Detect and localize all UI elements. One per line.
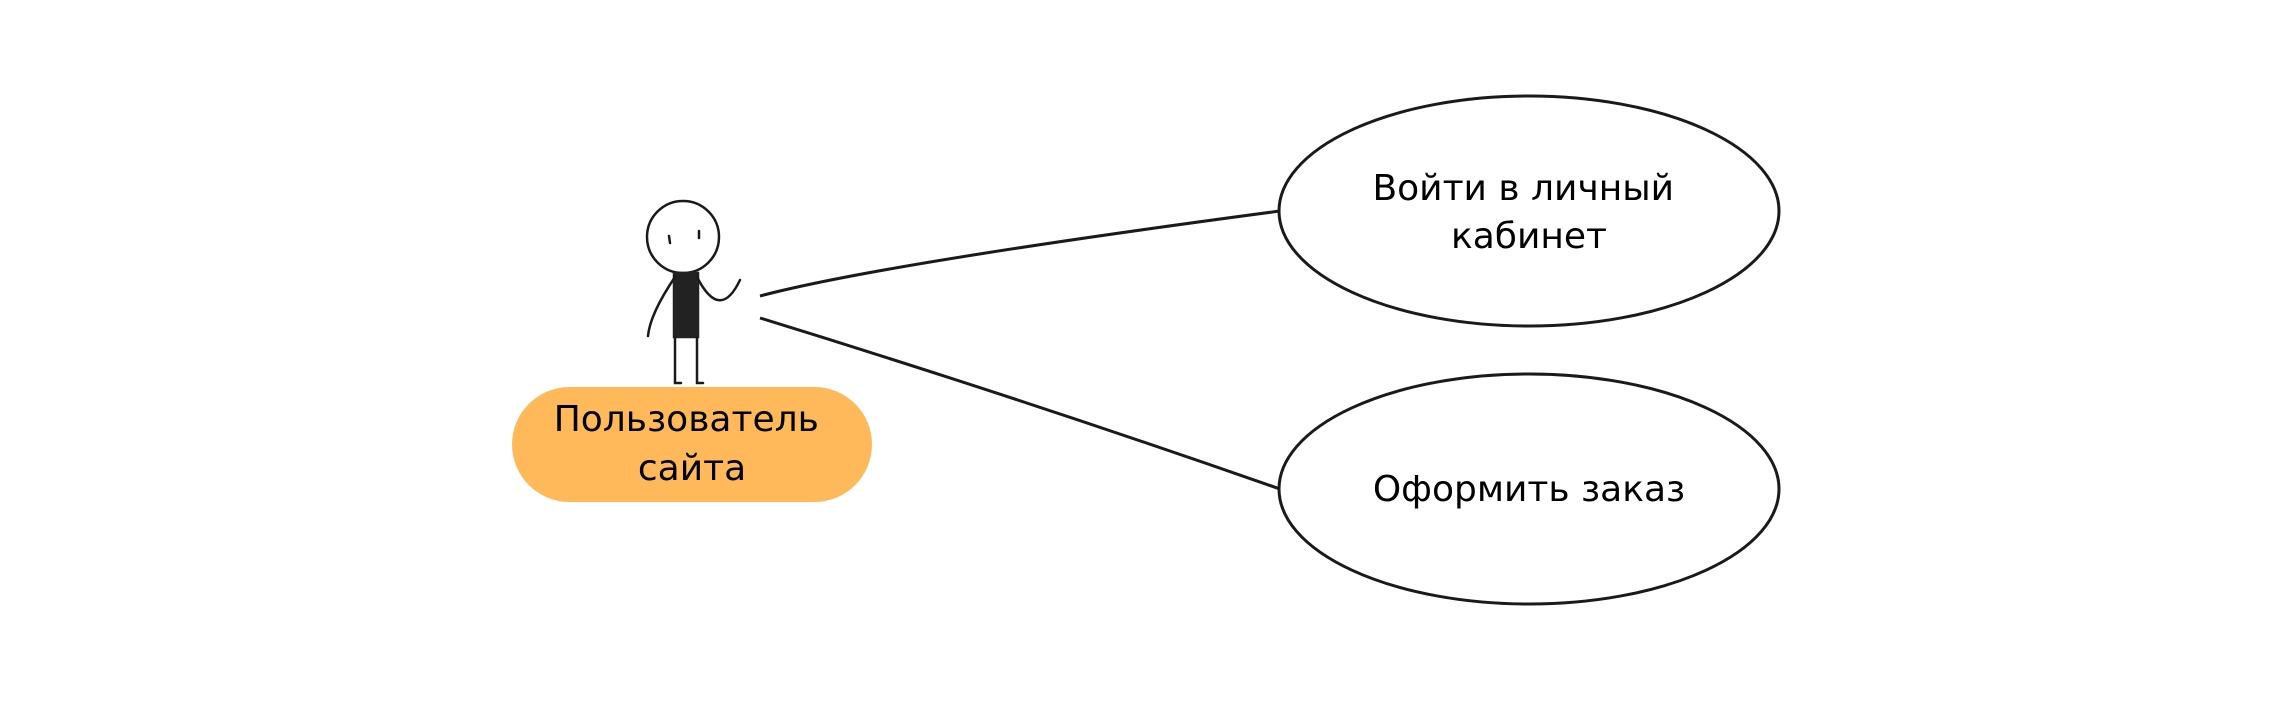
actor-body	[672, 271, 700, 339]
association-line-order	[759, 316, 1281, 491]
use-case-login-ellipse	[1277, 94, 1781, 328]
actor-left-leg	[673, 335, 683, 385]
use-case-order-line-1: Оформить заказ	[1373, 469, 1685, 510]
use-case-order-text: Оформить заказ	[1373, 469, 1685, 510]
actor-right-arm	[695, 275, 742, 302]
actor-label-bg	[512, 387, 872, 502]
use-case-login-text: Войти в личный кабинет	[1372, 168, 1685, 257]
use-case-login-line-1: Войти в личный	[1372, 168, 1674, 209]
stick-figure-actor-icon	[645, 199, 742, 385]
actor-left-arm	[646, 275, 677, 338]
actor-right-leg	[695, 335, 705, 385]
actor-label-line-1: Пользователь	[554, 399, 819, 440]
use-case-login-line-2: кабинет	[1451, 216, 1607, 257]
use-case-order-ellipse	[1277, 372, 1781, 606]
actor-label-line-2: сайта	[638, 448, 746, 489]
actor-label-text: Пользователь сайта	[554, 399, 831, 489]
actor-label: Пользователь сайта	[512, 387, 872, 502]
use-case-login: Войти в личный кабинет	[1277, 94, 1781, 328]
association-line-login	[759, 209, 1281, 298]
use-case-order: Оформить заказ	[1277, 372, 1781, 606]
actor-eye-left	[667, 234, 672, 245]
actor-head	[645, 199, 721, 275]
